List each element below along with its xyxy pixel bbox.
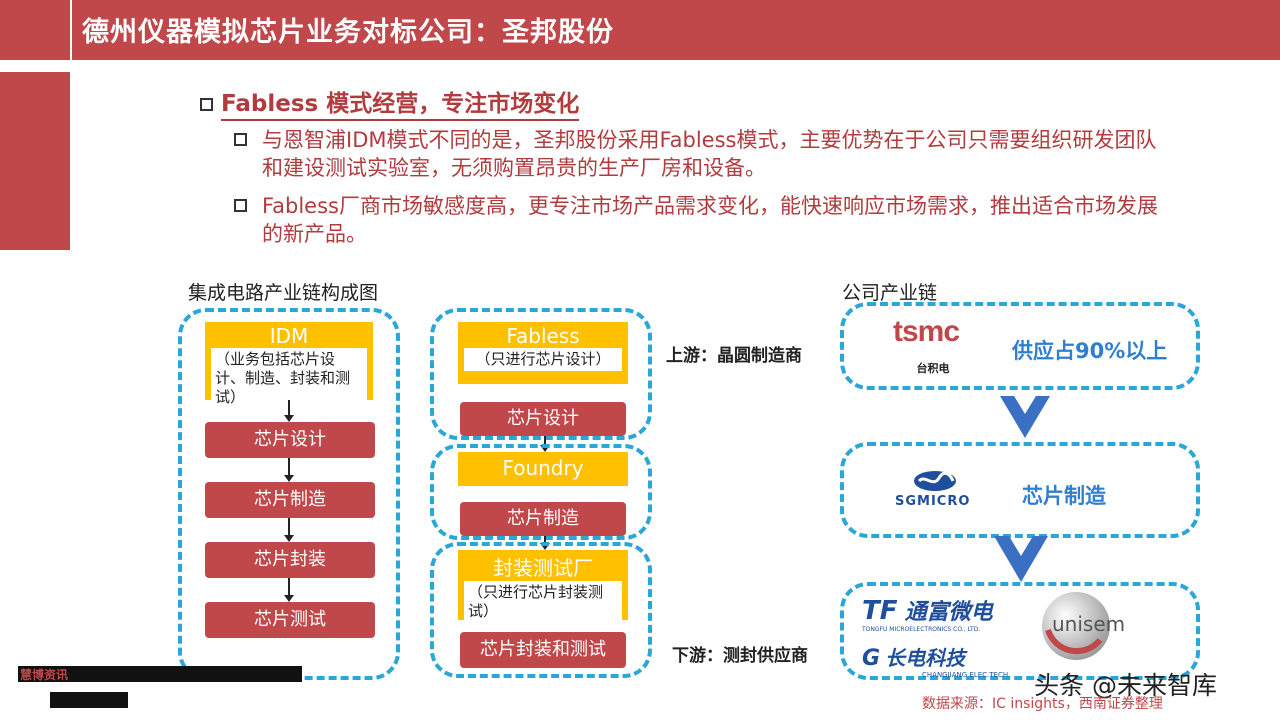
page-title: 德州仪器模拟芯片业务对标公司：圣邦股份 [82,17,614,48]
idm-box: IDM （业务包括芯片设计、制造、封装和测试） [205,322,373,409]
idm-step-3: 芯片封装 [205,542,375,578]
tsmc-container [840,302,1200,390]
section-heading-text: Fabless 模式经营，专注市场变化 [221,91,580,121]
bullet-point-2: Fabless厂商市场敏感度高，更专注市场产品需求变化，能快速响应市场需求，推出… [234,192,1164,248]
foundry-box: Foundry [458,452,628,486]
arrow-down-icon [284,400,294,422]
fabless-box: Fabless （只进行芯片设计） [458,322,628,384]
bullet-point-2-text: Fabless厂商市场敏感度高，更专注市场产品需求变化，能快速响应市场需求，推出… [262,194,1158,246]
header-band [72,0,1280,60]
arrow-down-icon [284,578,294,602]
tongfu-logo-text: 通富微电 [904,600,993,625]
chevron-down-icon [994,536,1048,582]
watermark: 头条 @未来智库 [1034,671,1217,700]
changjiang-logo-text: 长电科技 [885,646,966,670]
left-diagram-caption: 集成电路产业链构成图 [188,282,379,304]
bullet-point-1-text: 与恩智浦IDM模式不同的是，圣邦股份采用Fabless模式，主要优势在于公司只需… [262,128,1157,180]
fabless-title: Fabless [506,324,580,348]
osat-title: 封装测试厂 [493,556,593,580]
right-diagram-caption: 公司产业链 [842,282,938,304]
source-note: 数据来源：IC insights，西南证券整理 [922,696,1163,712]
fabless-step: 芯片设计 [460,402,626,436]
header-accent-block [0,0,70,60]
changjiang-mark-icon: G [862,646,881,671]
sgmicro-mark-icon [914,471,956,491]
downstream-label: 下游：测封供应商 [672,646,808,666]
foundry-title: Foundry [502,456,584,480]
tsmc-supply-text: 供应占90%以上 [1012,339,1168,363]
tongfu-logo-subtext: TONGFU MICROELECTRONICS CO., LTD. [862,626,981,633]
bullet-point-1: 与恩智浦IDM模式不同的是，圣邦股份采用Fabless模式，主要优势在于公司只需… [234,126,1164,182]
foundry-step: 芯片制造 [460,502,626,536]
arrow-down-icon [284,518,294,542]
tongfu-logo: TF 通富微电 TONGFU MICROELECTRONICS CO., LTD… [862,594,1022,633]
checkbox-bullet-icon [234,133,247,146]
arrow-down-icon [540,436,550,452]
unisem-logo: unisem [1040,590,1152,662]
fabless-container [430,308,652,440]
arrow-down-icon [284,458,294,482]
sgmicro-logo-text: SGMICRO [895,494,971,509]
chevron-down-icon [1000,396,1050,438]
tsmc-logo: tsmc 台积电 [893,316,973,382]
idm-title: IDM [269,324,309,348]
osat-box: 封装测试厂 （只进行芯片封装测试） [458,550,628,623]
checkbox-bullet-icon [234,199,247,212]
footer-left-tag: 慧博资讯 [20,668,69,682]
unisem-globe-icon [1042,592,1110,660]
foundry-container [430,444,652,540]
side-divider [70,72,72,250]
osat-step: 芯片封装和测试 [460,632,626,668]
redaction-bar [18,666,302,682]
idm-step-2: 芯片制造 [205,482,375,518]
upstream-label: 上游：晶圆制造商 [666,346,802,366]
sgmicro-text: 芯片制造 [1022,484,1106,508]
osat-desc: （只进行芯片封装测试） [464,581,622,623]
idm-desc: （业务包括芯片设计、制造、封装和测试） [211,348,367,409]
tongfu-logo-mark: TF [862,596,898,626]
sgmicro-container [840,442,1200,538]
idm-step-4: 芯片测试 [205,602,375,638]
checkbox-bullet-icon [200,98,213,111]
unisem-logo-text: unisem [1052,612,1126,636]
changjiang-logo-subtext: CHANGJIANG ELEC.TECH. [922,671,1011,679]
downstream-container [840,582,1200,680]
sgmicro-logo: SGMICRO [895,470,975,514]
fabless-desc: （只进行芯片设计） [464,348,622,371]
tsmc-logo-subtext: 台积电 [916,362,950,375]
redaction-bar [50,692,128,708]
section-heading: Fabless 模式经营，专注市场变化 [200,84,580,121]
tsmc-logo-text: tsmc [893,315,960,348]
idm-step-1: 芯片设计 [205,422,375,458]
changjiang-logo: G 长电科技 CHANGJIANG ELEC.TECH. [862,642,1022,680]
osat-container [430,542,652,678]
side-accent-block [0,72,70,250]
